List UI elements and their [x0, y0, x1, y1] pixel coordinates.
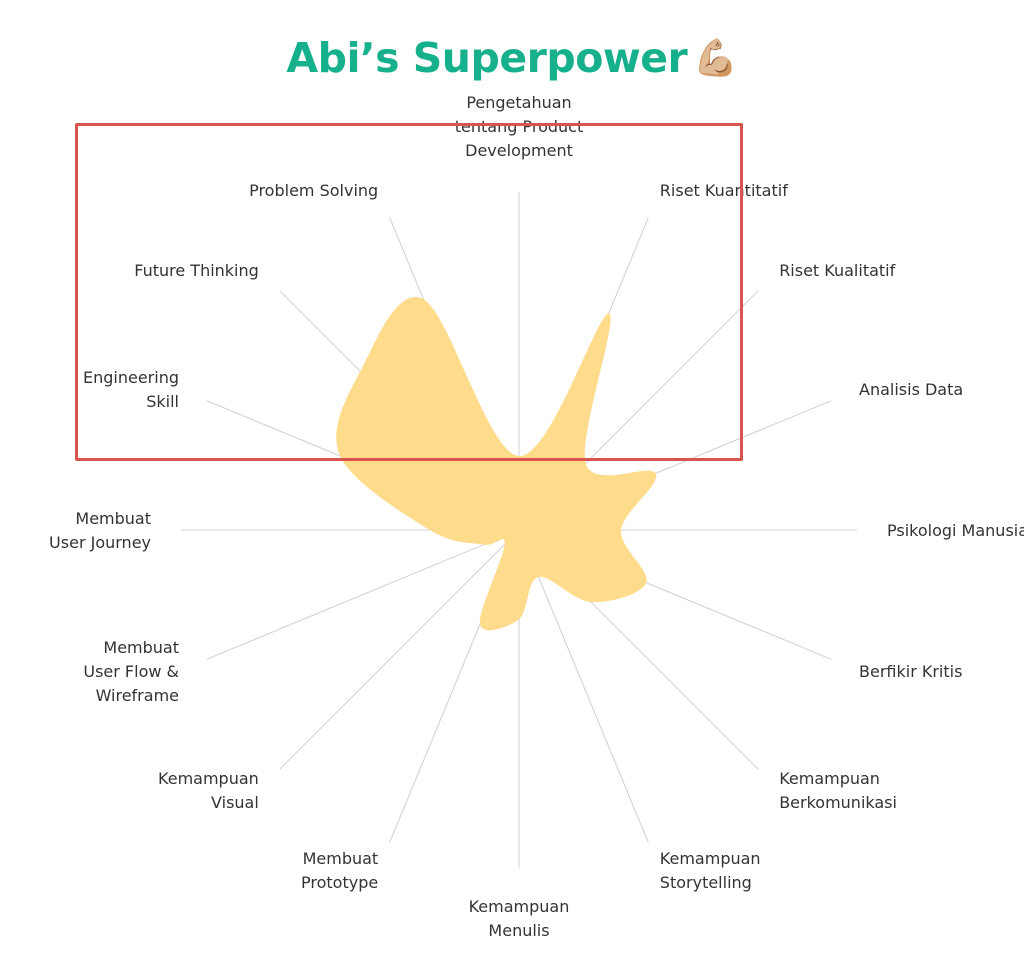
axis-label-line: Pengetahuan	[466, 93, 571, 112]
axis-label: Berfikir Kritis	[859, 662, 962, 681]
axis-label-line: Berfikir Kritis	[859, 662, 962, 681]
axis-label-line: Membuat	[303, 849, 379, 868]
axis-label-line: Membuat	[75, 509, 151, 528]
axis-label-line: Analisis Data	[859, 380, 963, 399]
flexed-biceps-icon: 💪🏼	[693, 38, 738, 79]
axis-line	[518, 529, 649, 843]
radar-area	[336, 296, 657, 631]
chart-title: Abi’s Superpower💪🏼	[0, 34, 1024, 82]
axis-label: Problem Solving	[249, 181, 378, 200]
axis-label-line: Kemampuan	[469, 897, 570, 916]
axis-label-line: Riset Kualitatif	[779, 261, 895, 280]
axis-line	[206, 529, 520, 660]
axis-label-line: Menulis	[488, 921, 549, 940]
axis-label-line: tentang Product	[455, 117, 583, 136]
axis-label-line: Psikologi Manusia	[887, 521, 1024, 540]
axis-label-line: Berkomunikasi	[779, 793, 897, 812]
axis-label-line: Skill	[146, 392, 179, 411]
axis-label-line: Wireframe	[96, 686, 179, 705]
axis-label-line: Future Thinking	[134, 261, 259, 280]
axis-label-line: Membuat	[103, 638, 179, 657]
axis-label-line: Prototype	[301, 873, 378, 892]
axis-label-line: User Journey	[49, 533, 151, 552]
chart-title-text: Abi’s Superpower	[286, 34, 688, 82]
axis-label-line: Kemampuan	[158, 769, 259, 788]
axis-label-line: Development	[465, 141, 573, 160]
axis-label: Analisis Data	[859, 380, 963, 399]
axis-label-line: Storytelling	[660, 873, 752, 892]
axis-label-line: Engineering	[83, 368, 179, 387]
axis-label-line: Kemampuan	[779, 769, 880, 788]
axis-label-line: Kemampuan	[660, 849, 761, 868]
axis-line	[279, 529, 520, 770]
axis-label: Riset Kuantitatif	[660, 181, 788, 200]
axis-label-line: Visual	[211, 793, 259, 812]
axis-label-line: Problem Solving	[249, 181, 378, 200]
axis-label-line: Riset Kuantitatif	[660, 181, 788, 200]
axis-label: Future Thinking	[134, 261, 259, 280]
axis-label: Psikologi Manusia	[887, 521, 1024, 540]
axis-label-line: User Flow &	[83, 662, 179, 681]
axis-label: Riset Kualitatif	[779, 261, 895, 280]
